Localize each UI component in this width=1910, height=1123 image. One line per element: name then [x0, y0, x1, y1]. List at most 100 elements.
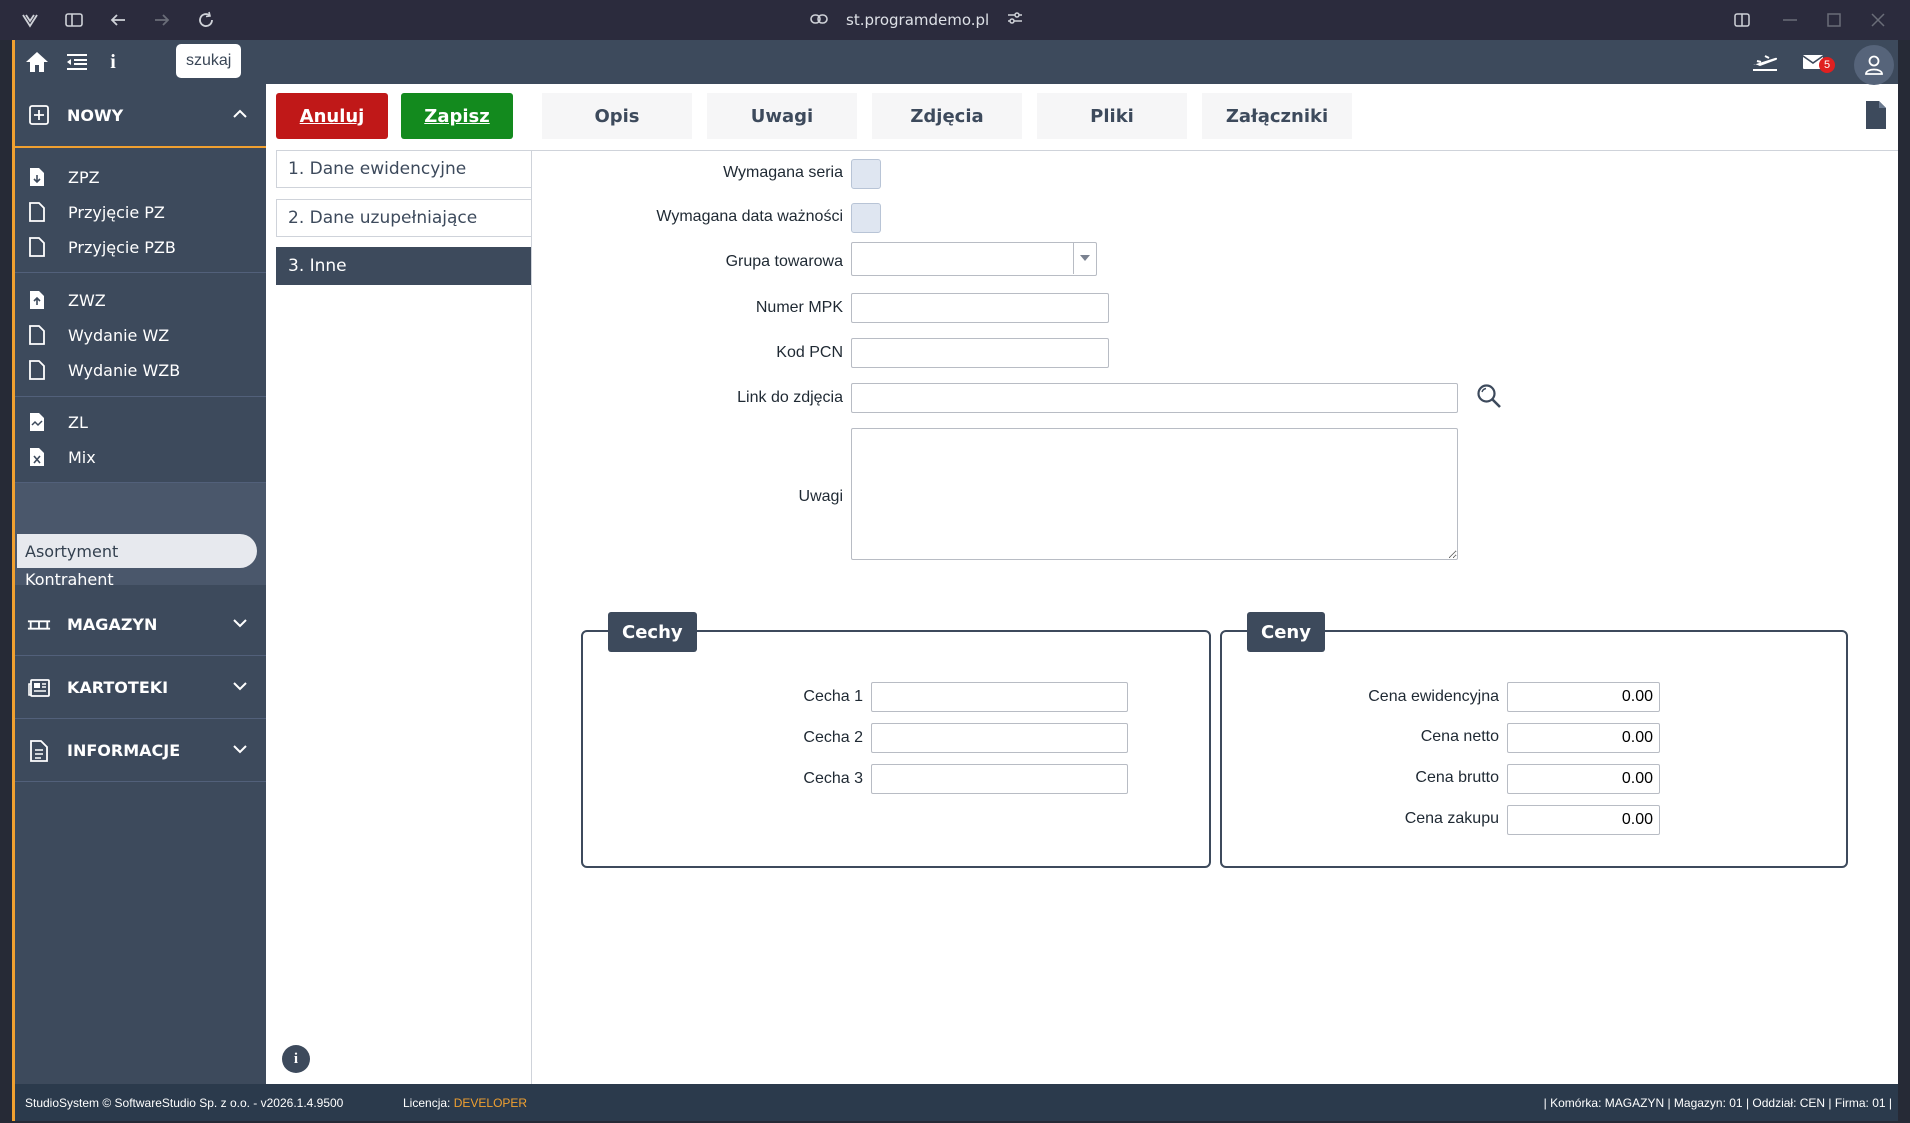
status-license-label: Licencja: — [403, 1096, 451, 1110]
home-icon[interactable] — [21, 40, 53, 84]
sidebar-item-label: Przyjęcie PZB — [68, 237, 176, 257]
status-copyright: StudioSystem © SoftwareStudio Sp. z o.o.… — [25, 1096, 344, 1110]
info-icon[interactable]: i — [110, 50, 116, 73]
dropdown-arrow-icon[interactable] — [1073, 242, 1095, 274]
back-icon[interactable] — [96, 0, 140, 40]
label-grupa-towarowa: Grupa towarowa — [725, 253, 843, 270]
close-icon[interactable] — [1856, 0, 1900, 40]
sidebar-item-mix[interactable]: Mix — [15, 440, 266, 474]
status-license-value: DEVELOPER — [453, 1096, 528, 1110]
input-link-do-zdjecia[interactable] — [851, 383, 1458, 413]
input-cecha-1[interactable] — [871, 682, 1128, 712]
plane-icon[interactable] — [1748, 40, 1782, 84]
input-cena-brutto[interactable] — [1507, 764, 1660, 794]
sidebar-section-informacje[interactable]: INFORMACJE — [15, 720, 266, 782]
site-settings-icon[interactable] — [1007, 11, 1023, 29]
sidebar-item-kontrahent[interactable]: Kontrahent — [25, 570, 114, 589]
search-button[interactable]: szukaj — [176, 44, 242, 78]
label-cecha-1: Cecha 1 — [803, 688, 863, 705]
reload-icon[interactable] — [184, 0, 228, 40]
file-icon — [27, 359, 47, 381]
label-cecha-2: Cecha 2 — [803, 729, 863, 746]
textarea-uwagi[interactable] — [851, 428, 1458, 560]
input-cecha-3[interactable] — [871, 764, 1128, 794]
menu-collapse-icon[interactable] — [61, 40, 93, 84]
checkbox-wymagana-data[interactable] — [851, 203, 881, 233]
label-cena-zakupu: Cena zakupu — [1404, 810, 1499, 827]
sidebar-item-wydanie-wz[interactable]: Wydanie WZ — [15, 318, 266, 352]
minimize-icon[interactable] — [1768, 0, 1812, 40]
chevron-up-icon[interactable] — [233, 108, 247, 123]
section-inne[interactable]: 3. Inne — [276, 247, 531, 285]
input-cena-netto[interactable] — [1507, 723, 1660, 753]
label-wymagana-seria: Wymagana seria — [723, 164, 843, 181]
sidebar-item-label: ZL — [68, 412, 88, 432]
input-kod-pcn[interactable] — [851, 338, 1109, 368]
label-link-do-zdjecia: Link do zdjęcia — [737, 389, 843, 406]
chevron-down-icon[interactable] — [233, 617, 247, 632]
sidebar-item-zwz[interactable]: ZWZ — [15, 283, 266, 317]
sidebar-section-label: MAGAZYN — [67, 615, 158, 634]
forward-icon[interactable] — [140, 0, 184, 40]
mail-count-badge: 5 — [1819, 57, 1835, 73]
plus-square-icon — [27, 103, 51, 127]
sidebar-section-nowy[interactable]: NOWY — [15, 84, 266, 148]
url-text: st.programdemo.pl — [846, 11, 990, 29]
sidebar-section-magazyn[interactable]: MAGAZYN — [15, 594, 266, 656]
sidebar-item-przyjecie-pz[interactable]: Przyjęcie PZ — [15, 195, 266, 229]
maximize-icon[interactable] — [1812, 0, 1856, 40]
label-cecha-3: Cecha 3 — [803, 770, 863, 787]
file-icon — [27, 236, 47, 258]
user-avatar-icon[interactable] — [1852, 40, 1896, 85]
sidebar-section-label: NOWY — [67, 105, 124, 125]
search-icon[interactable] — [1476, 383, 1502, 413]
input-cena-ewidencyjna[interactable] — [1507, 682, 1660, 712]
save-button[interactable]: Zapisz — [401, 93, 513, 139]
section-dane-ewidencyjne[interactable]: 1. Dane ewidencyjne — [276, 150, 531, 188]
mail-icon[interactable] — [1798, 40, 1828, 84]
checkbox-wymagana-seria[interactable] — [851, 159, 881, 189]
tab-zdjecia[interactable]: Zdjęcia — [872, 93, 1022, 139]
document-icon[interactable] — [1865, 100, 1887, 134]
tab-opis[interactable]: Opis — [542, 93, 692, 139]
split-view-icon[interactable] — [1720, 0, 1764, 40]
sidebar-item-zpz[interactable]: ZPZ — [15, 160, 266, 194]
app-window: i szukaj 5 NOWY ZP — [12, 40, 1898, 1121]
address-bar[interactable]: st.programdemo.pl — [810, 8, 1023, 32]
sidebar-item-wydanie-wzb[interactable]: Wydanie WZB — [15, 353, 266, 387]
sidebar: NOWY ZPZ Przyjęcie PZ Przyjęcie PZB — [15, 84, 266, 1084]
cancel-button[interactable]: Anuluj — [276, 93, 388, 139]
browser-logo-icon[interactable] — [8, 0, 52, 40]
input-cecha-2[interactable] — [871, 723, 1128, 753]
info-icon[interactable]: i — [282, 1045, 310, 1073]
chevron-down-icon[interactable] — [233, 743, 247, 758]
chevron-down-icon[interactable] — [233, 680, 247, 695]
label-kod-pcn: Kod PCN — [776, 344, 843, 361]
tab-pliki[interactable]: Pliki — [1037, 93, 1187, 139]
select-grupa-towarowa[interactable] — [851, 242, 1097, 276]
fieldset-cechy-title: Cechy — [608, 612, 697, 652]
file-excel-icon — [27, 446, 47, 468]
sidebar-item-label: Wydanie WZB — [68, 360, 181, 380]
status-context: | Komórka: MAGAZYN | Magazyn: 01 | Oddzi… — [1543, 1096, 1892, 1110]
sidebar-item-zl[interactable]: ZL — [15, 405, 266, 439]
sidebar-item-label: Mix — [68, 447, 96, 467]
link-icon — [810, 11, 828, 29]
label-cena-netto: Cena netto — [1420, 728, 1499, 745]
sidebar-item-przyjecie-pzb[interactable]: Przyjęcie PZB — [15, 230, 266, 264]
fieldset-ceny-title: Ceny — [1247, 612, 1325, 652]
label-uwagi: Uwagi — [798, 488, 843, 505]
input-numer-mpk[interactable] — [851, 293, 1109, 323]
input-cena-zakupu[interactable] — [1507, 805, 1660, 835]
tab-uwagi[interactable]: Uwagi — [707, 93, 857, 139]
sidebar-section-kartoteki[interactable]: KARTOTEKI — [15, 657, 266, 719]
sidebar-item-label: Przyjęcie PZ — [68, 202, 165, 222]
sidebar-toggle-icon[interactable] — [52, 0, 96, 40]
sidebar-section-label: KARTOTEKI — [67, 678, 169, 697]
window-controls — [1720, 0, 1900, 40]
sidebar-item-asortyment[interactable]: Asortyment — [17, 534, 257, 568]
tab-zalaczniki[interactable]: Załączniki — [1202, 93, 1352, 139]
sidebar-item-label: Wydanie WZ — [68, 325, 170, 345]
label-numer-mpk: Numer MPK — [755, 299, 843, 316]
section-dane-uzupelniajace[interactable]: 2. Dane uzupełniające — [276, 199, 531, 237]
